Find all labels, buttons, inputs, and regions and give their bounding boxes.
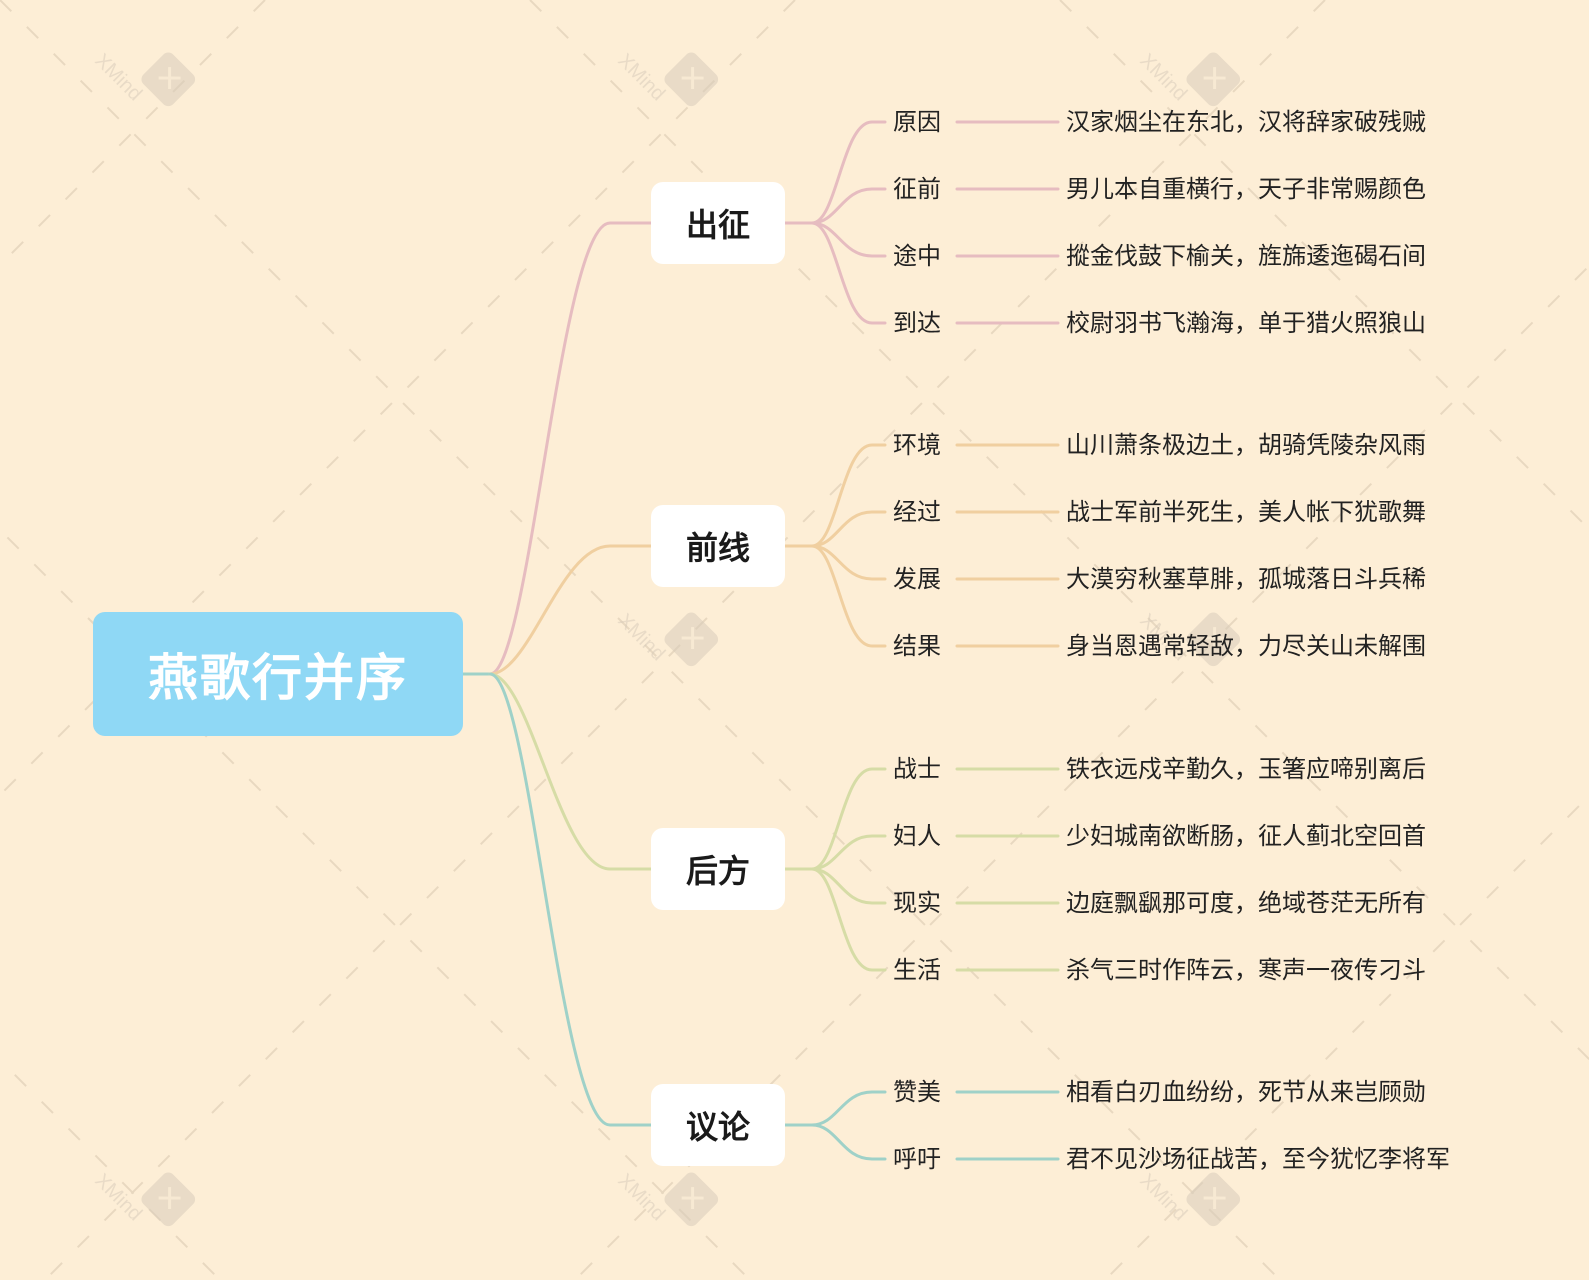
leaf-topic[interactable]: 相看白刃血纷纷，死节从来岂顾勋 xyxy=(1066,1078,1426,1106)
connector-line xyxy=(810,510,887,548)
subtopic-label[interactable]: 环境 xyxy=(893,431,941,459)
connector-line xyxy=(488,544,653,676)
leaf-topic[interactable]: 铁衣远戍辛勤久，玉箸应啼别离后 xyxy=(1066,755,1426,783)
connector-line xyxy=(810,1090,887,1127)
subtopic-label[interactable]: 生活 xyxy=(893,956,941,984)
connector-line xyxy=(810,544,887,648)
subtopic-label[interactable]: 征前 xyxy=(893,175,941,203)
branch-label: 出征 xyxy=(685,206,750,244)
leaf-topic[interactable]: 大漠穷秋塞草腓，孤城落日斗兵稀 xyxy=(1066,565,1426,593)
connector-line xyxy=(488,672,653,871)
leaf-topic[interactable]: 战士军前半死生，美人帐下犹歌舞 xyxy=(1066,498,1426,526)
branch-topic-chuzheng[interactable]: 出征 xyxy=(651,182,785,264)
subtopic-label[interactable]: 战士 xyxy=(893,755,941,783)
subtopic-label[interactable]: 途中 xyxy=(893,242,941,270)
leaf-topic[interactable]: 杀气三时作阵云，寒声一夜传刁斗 xyxy=(1066,956,1426,984)
branch-label: 后方 xyxy=(685,852,750,890)
connector-line xyxy=(810,120,887,225)
leaf-topic[interactable]: 男儿本自重横行，天子非常赐颜色 xyxy=(1066,175,1426,203)
leaf-topic[interactable]: 边庭飘飖那可度，绝域苍茫无所有 xyxy=(1066,889,1426,917)
connector-line xyxy=(810,443,887,548)
branch-label: 前线 xyxy=(685,529,750,567)
subtopic-label[interactable]: 赞美 xyxy=(893,1078,941,1106)
subtopic-label[interactable]: 结果 xyxy=(893,632,941,660)
subtopic-label[interactable]: 原因 xyxy=(893,108,941,136)
leaf-topic[interactable]: 校尉羽书飞瀚海，单于猎火照狼山 xyxy=(1066,309,1426,337)
branch-topic-yilun[interactable]: 议论 xyxy=(651,1084,785,1166)
leaf-topic[interactable]: 身当恩遇常轻敌，力尽关山未解围 xyxy=(1066,632,1426,660)
subtopic-label[interactable]: 现实 xyxy=(893,889,941,917)
branch-topic-houfang[interactable]: 后方 xyxy=(651,828,785,910)
root-topic-label: 燕歌行并序 xyxy=(148,649,408,707)
connector-line xyxy=(810,221,887,325)
connector-line xyxy=(810,767,887,871)
connector-line xyxy=(810,187,887,225)
subtopic-label[interactable]: 到达 xyxy=(893,309,941,337)
leaf-topic[interactable]: 君不见沙场征战苦，至今犹忆李将军 xyxy=(1066,1145,1450,1173)
connector-line xyxy=(810,834,887,871)
connector-line xyxy=(810,221,887,258)
leaf-topic[interactable]: 山川萧条极边土，胡骑凭陵杂风雨 xyxy=(1066,431,1426,459)
connector-line xyxy=(488,221,653,676)
leaf-topic[interactable]: 摐金伐鼓下榆关，旌旆逶迤碣石间 xyxy=(1066,242,1426,270)
leaf-topic[interactable]: 少妇城南欲断肠，征人蓟北空回首 xyxy=(1066,822,1426,850)
subtopic-label[interactable]: 发展 xyxy=(893,565,941,593)
connector-line xyxy=(810,867,887,905)
subtopic-label[interactable]: 妇人 xyxy=(893,822,941,850)
connector-line xyxy=(810,544,887,581)
connector-line xyxy=(810,1123,887,1161)
root-topic[interactable]: 燕歌行并序 xyxy=(93,612,463,736)
branch-topic-qianxian[interactable]: 前线 xyxy=(651,505,785,587)
subtopic-label[interactable]: 经过 xyxy=(893,498,941,526)
connector-line xyxy=(488,672,653,1127)
subtopic-label[interactable]: 呼吁 xyxy=(893,1145,941,1173)
leaf-topic[interactable]: 汉家烟尘在东北，汉将辞家破残贼 xyxy=(1066,108,1426,136)
branch-label: 议论 xyxy=(685,1108,750,1146)
connector-line xyxy=(810,867,887,972)
